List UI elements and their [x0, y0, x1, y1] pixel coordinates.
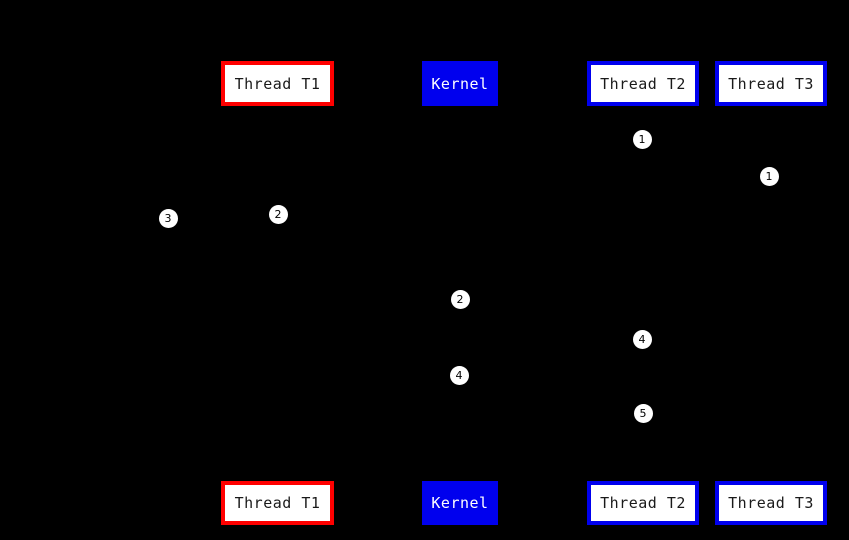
participant-thread-t1-footer[interactable]: Thread T1: [221, 481, 334, 525]
participant-thread-t2-header[interactable]: Thread T2: [587, 61, 699, 106]
badge-kernel-4: 4: [449, 365, 469, 385]
badge-kernel-2: 2: [450, 289, 470, 309]
lifeline-thread-t2: [643, 106, 644, 481]
badge-t3-1: 1: [759, 166, 779, 186]
badge-t2-5: 5: [633, 403, 653, 423]
participant-label: Thread T3: [728, 494, 814, 512]
participant-kernel-footer[interactable]: Kernel: [422, 481, 498, 525]
badge-t1-2: 2: [268, 204, 288, 224]
participant-label: Kernel: [431, 74, 489, 93]
badge-t1-3: 3: [158, 208, 178, 228]
participant-label: Thread T2: [600, 494, 686, 512]
participant-label: Kernel: [431, 494, 489, 512]
participant-thread-t3-header[interactable]: Thread T3: [715, 61, 827, 106]
lifeline-thread-t3: [771, 106, 772, 481]
participant-thread-t2-footer[interactable]: Thread T2: [587, 481, 699, 525]
participant-label: Thread T2: [600, 74, 686, 93]
badge-t2-4: 4: [632, 329, 652, 349]
participant-thread-t1-header[interactable]: Thread T1: [221, 61, 334, 106]
participant-label: Thread T1: [234, 494, 321, 512]
lifeline-thread-t1: [277, 106, 278, 481]
participant-kernel-header[interactable]: Kernel: [422, 61, 498, 106]
participant-thread-t3-footer[interactable]: Thread T3: [715, 481, 827, 525]
participant-label: Thread T3: [728, 74, 814, 93]
badge-t2-1: 1: [632, 129, 652, 149]
participant-label: Thread T1: [234, 74, 321, 93]
